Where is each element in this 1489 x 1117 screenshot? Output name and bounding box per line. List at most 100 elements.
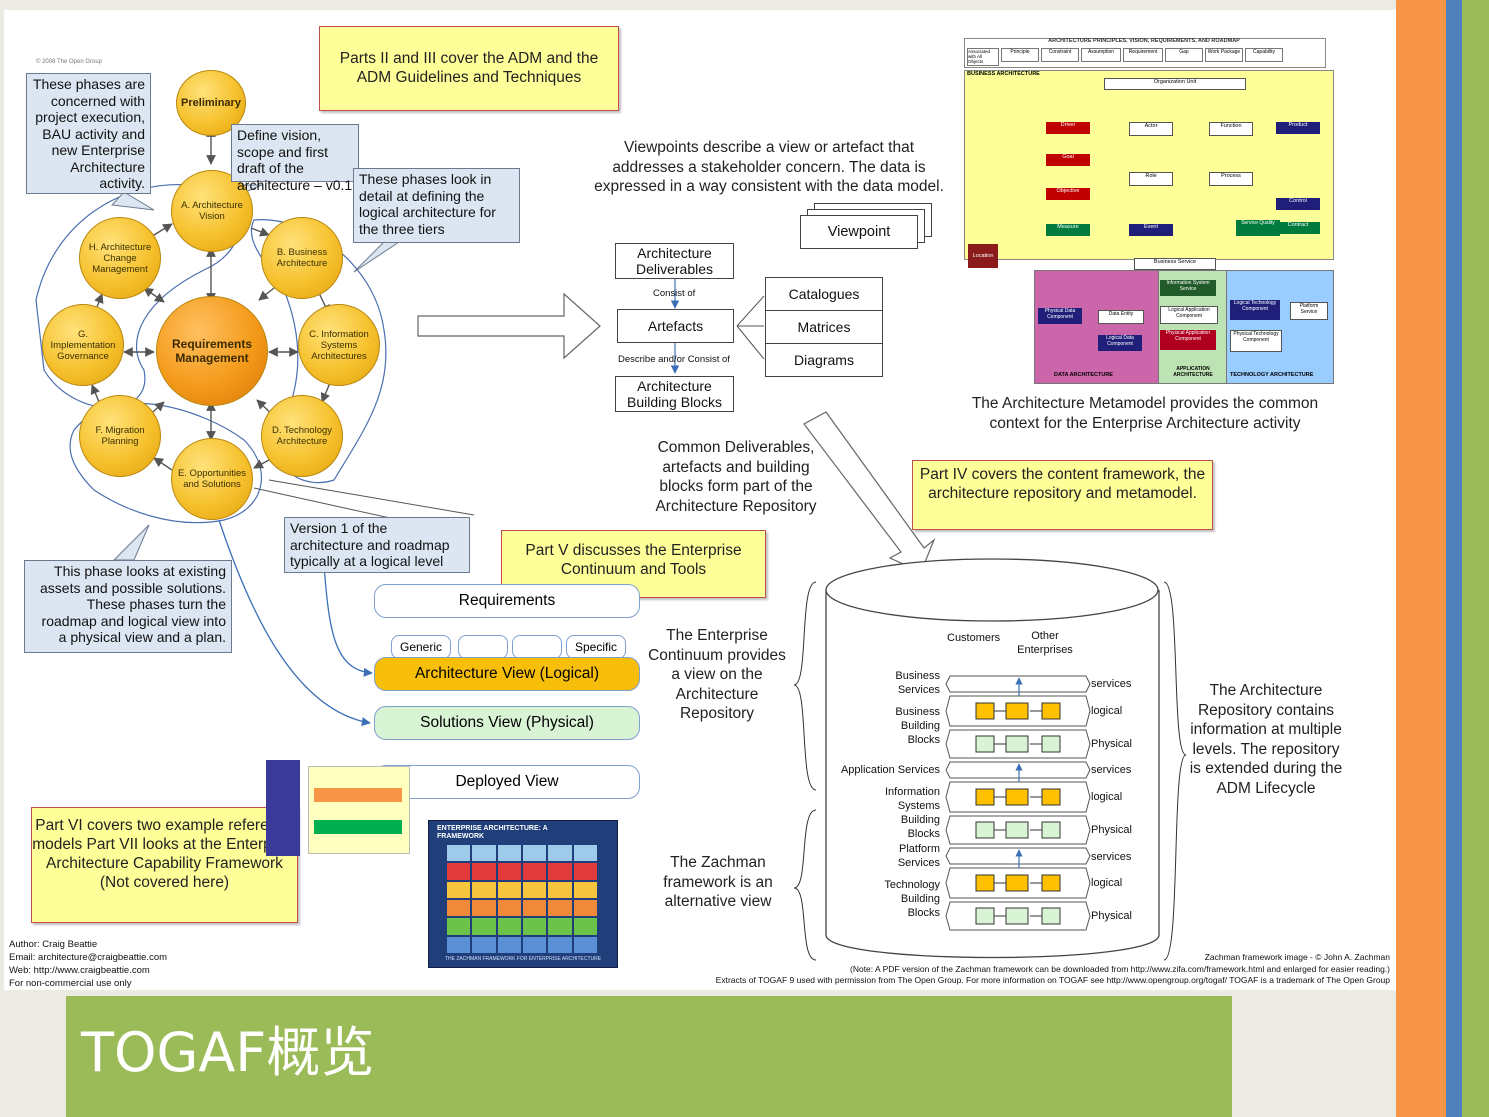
callout-version1: Version 1 of the architecture and roadma… <box>284 517 470 573</box>
callout-execution: These phases are concerned with project … <box>26 73 151 194</box>
common-deliverables-text: Common Deliverables, artefacts and build… <box>655 439 817 515</box>
adm-phase-d[interactable]: D. Technology Architecture <box>261 395 343 477</box>
continuum-text: The Enterprise Continuum provides a view… <box>648 627 786 722</box>
viewpoints-text: Viewpoints describe a view or artefact t… <box>594 139 944 195</box>
repo-right-4: logical <box>1091 791 1123 803</box>
adm-requirements-management[interactable]: Requirements Management <box>156 296 268 406</box>
stripe-orange <box>1396 0 1446 1117</box>
top-item-1: Principle <box>1001 48 1039 62</box>
data-architecture-area <box>1034 270 1160 384</box>
logical-tech-box: Logical Technology Component <box>1230 300 1280 320</box>
physical-tech-box: Physical Technology Component <box>1230 330 1282 352</box>
deployed-view-pill[interactable]: Deployed View <box>374 765 640 799</box>
top-item-5: Gap <box>1165 48 1203 62</box>
function-box: Function <box>1209 122 1253 136</box>
footer-zachman-credit: Zachman framework image - © John A. Zach… <box>1204 952 1390 962</box>
data-entity-box: Data Entity <box>1098 310 1144 324</box>
zachman-text: The Zachman framework is an alternative … <box>663 854 773 910</box>
specific-tab[interactable]: Specific <box>566 635 626 659</box>
adm-phase-b[interactable]: B. Business Architecture <box>261 217 343 299</box>
note-parts-2-3: Parts II and III cover the ADM and the A… <box>319 26 619 111</box>
zachman-framework-image: ENTERPRISE ARCHITECTURE: A FRAMEWORK THE… <box>428 820 618 968</box>
callout-vision: Define vision, scope and first draft of … <box>231 124 359 193</box>
physical-data-box: Physical Data Component <box>1038 308 1082 324</box>
repo-right-0: services <box>1091 678 1132 690</box>
metamodel-top-row: Associated with All Objects Principle Co… <box>967 48 1283 66</box>
artefacts-box[interactable]: Artefacts <box>617 309 734 343</box>
top-item-4: Requirement <box>1123 48 1163 62</box>
adm-phase-a[interactable]: A. Architecture Vision <box>171 170 253 252</box>
product-box: Product <box>1276 122 1320 134</box>
adm-center-label: Requirements Management <box>171 337 253 365</box>
logical-app-box: Logical Application Component <box>1160 306 1218 324</box>
zachman-title: ENTERPRISE ARCHITECTURE: A FRAMEWORK <box>437 825 548 840</box>
diagrams-box[interactable]: Diagrams <box>765 343 883 377</box>
repo-left-0: Business Services <box>895 670 940 696</box>
callout-solutions: This phase looks at existing assets and … <box>24 560 232 653</box>
footer-email: Email: architecture@craigbeattie.com <box>9 952 168 963</box>
top-item-0: Associated with All Objects <box>967 48 999 66</box>
title-bar: TOGAF概览 <box>66 996 1232 1117</box>
adm-phase-g[interactable]: G. Implementation Governance <box>42 304 124 386</box>
zachman-footer: THE ZACHMAN FRAMEWORK FOR ENTERPRISE ARC… <box>444 956 602 962</box>
reference-models-thumbnail <box>266 760 411 856</box>
building-blocks-box[interactable]: Architecture Building Blocks <box>615 376 734 412</box>
repo-right-7: logical <box>1091 877 1123 889</box>
top-item-2: Constraint <box>1041 48 1079 62</box>
role-box: Role <box>1129 172 1173 186</box>
consist-of-label: Consist of <box>653 288 696 299</box>
physical-app-box: Physical Application Component <box>1160 330 1216 350</box>
repo-right-8: Physical <box>1091 910 1132 922</box>
stripe-blue <box>1446 0 1462 1117</box>
repository-layers <box>945 675 1091 931</box>
physical-view-pill[interactable]: Solutions View (Physical) <box>374 706 640 740</box>
zachman-grid <box>447 845 597 953</box>
location-box: Location <box>968 244 998 268</box>
deliverables-box[interactable]: Architecture Deliverables <box>615 243 734 279</box>
footer-web: Web: http://www.craigbeattie.com <box>9 965 150 976</box>
data-arch-label: DATA ARCHITECTURE <box>1054 372 1113 378</box>
adm-phase-h[interactable]: H. Architecture Change Management <box>79 217 161 299</box>
repo-right-6: services <box>1091 851 1132 863</box>
adm-phase-f-label: F. Migration Planning <box>95 425 145 447</box>
adm-phase-b-label: B. Business Architecture <box>276 247 328 269</box>
repo-right-5: Physical <box>1091 824 1132 836</box>
viewpoint-box[interactable]: Viewpoint <box>800 215 918 249</box>
logical-view-pill[interactable]: Architecture View (Logical) <box>374 657 640 691</box>
togaf-poster: © 2008 The Open Group Preliminary A. Arc… <box>4 10 1396 990</box>
footer-license: For non-commercial use only <box>9 978 132 989</box>
service-quality-box: Service Quality <box>1236 220 1280 236</box>
continuum-tab-3[interactable] <box>512 635 562 659</box>
tech-arch-label: TECHNOLOGY ARCHITECTURE <box>1230 372 1314 378</box>
measure-box: Measure <box>1046 224 1090 236</box>
repo-left-3: Information Systems Building Blocks <box>884 786 940 840</box>
event-box: Event <box>1129 224 1173 236</box>
driver-box: Driver <box>1046 122 1090 134</box>
objective-box: Objective <box>1046 188 1090 200</box>
viewpoint-label: Viewpoint <box>827 224 891 240</box>
page-title: TOGAF概览 <box>81 1021 375 1084</box>
adm-phase-c-label: C. Information Systems Architectures <box>309 328 369 362</box>
metamodel-header: ARCHITECTURE PRINCIPLES, VISION, REQUIRE… <box>1048 38 1240 44</box>
footer-author: Author: Craig Beattie <box>9 939 98 950</box>
generic-tab[interactable]: Generic <box>391 635 451 659</box>
adm-phase-c[interactable]: C. Information Systems Architectures <box>298 304 380 386</box>
adm-phase-e[interactable]: E. Opportunities and Solutions <box>171 438 253 520</box>
note-part-6-7: Part VI covers two example reference mod… <box>31 807 298 923</box>
requirements-pill[interactable]: Requirements <box>374 584 640 618</box>
repo-left-2: Application Services <box>840 764 940 776</box>
repository-text: The Architecture Repository contains inf… <box>1189 682 1343 797</box>
callout-detail: These phases look in detail at defining … <box>353 168 520 243</box>
business-arch-label: BUSINESS ARCHITECTURE <box>967 71 1040 77</box>
catalogues-box[interactable]: Catalogues <box>765 277 883 311</box>
stripe-green <box>1462 0 1489 1117</box>
repo-right-1: logical <box>1091 705 1123 717</box>
contract-box: Contract <box>1276 222 1320 234</box>
repo-left-4: Platform Services <box>897 843 940 869</box>
adm-phase-f[interactable]: F. Migration Planning <box>79 395 161 477</box>
matrices-box[interactable]: Matrices <box>765 310 883 344</box>
business-service-box: Business Service <box>1134 258 1216 270</box>
continuum-tab-2[interactable] <box>458 635 508 659</box>
tech-architecture-area <box>1226 270 1334 384</box>
